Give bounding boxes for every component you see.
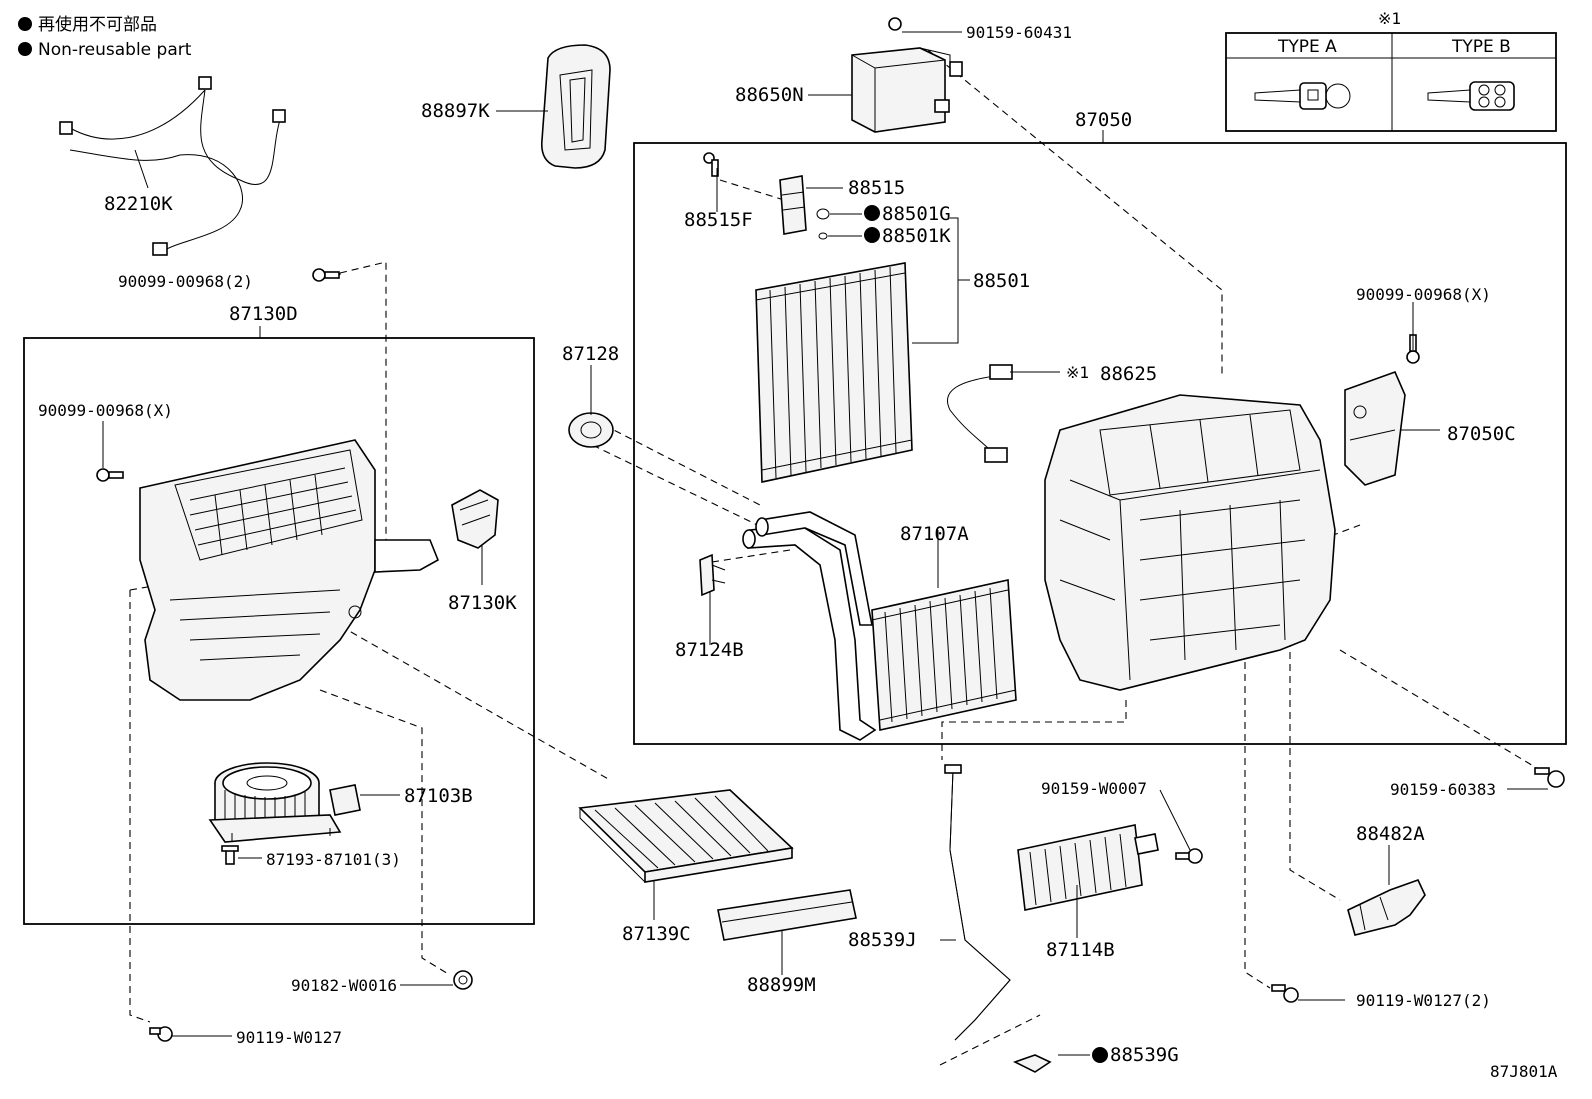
expansion-valve-88515 [779,175,830,240]
part-label-87130k[interactable]: 87130K [448,592,517,614]
part-label-90159-60431[interactable]: 90159-60431 [966,23,1072,42]
part-label-88501[interactable]: 88501 [973,270,1030,292]
evaporator-88501 [755,262,913,483]
part-label-88501g[interactable]: 88501G [882,203,951,225]
legend-english: Non-reusable part [38,40,192,60]
part-label-87050[interactable]: 87050 [1075,109,1132,131]
non-reusable-marker-icon [18,17,32,31]
actuator-87130k [451,489,499,549]
part-label-88625[interactable]: 88625 [1100,363,1157,385]
part-label-88515f[interactable]: 88515F [684,209,753,231]
part-label-87124b[interactable]: 87124B [675,639,744,661]
part-label-90119-w0127-2[interactable]: 90119-W0127(2) [1356,991,1491,1010]
part-label-90159-w0007[interactable]: 90159-W0007 [1041,779,1147,798]
bolt-icon [1271,984,1299,1003]
drain-hose-88539j [944,764,1011,1041]
part-label-88539g[interactable]: 88539G [1110,1044,1179,1066]
part-label-88482a[interactable]: 88482A [1356,823,1425,845]
panel-88897k [540,44,611,169]
blower-assembly-box [23,337,535,925]
part-label-90159-60383[interactable]: 90159-60383 [1390,780,1496,799]
legend: 再使用不可部品 Non-reusable part [18,14,192,60]
part-label-90099-00968-x-left[interactable]: 90099-00968(X) [38,401,173,420]
part-label-90099-00968-2[interactable]: 90099-00968(2) [118,272,253,291]
grommet-87128 [568,412,614,448]
clamp-87124b [699,553,726,597]
heater-core-87107a [742,511,1017,741]
bolt-icon [312,268,340,282]
part-label-87050c[interactable]: 87050C [1447,423,1516,445]
bolt-icon [1175,848,1203,864]
part-label-88625-note[interactable]: ※1 [1066,363,1089,382]
sensor-88625 [947,364,1013,463]
nut-icon [453,970,473,990]
non-reusable-marker-icon [864,205,880,221]
type-a-header: TYPE A [1277,37,1337,57]
leader-lines [102,31,1548,1056]
part-label-88899m[interactable]: 88899M [747,974,816,996]
non-reusable-marker-icon [18,42,32,56]
type-b-header: TYPE B [1451,37,1511,57]
drain-grommet-88539g [1012,1054,1052,1073]
screw-87193-87101 [221,845,239,865]
cabin-filter-87139c [578,789,794,883]
assembly-lines [129,49,1541,1066]
non-reusable-marker-icon [864,227,880,243]
part-label-87130d[interactable]: 87130D [229,303,298,325]
part-label-87128[interactable]: 87128 [562,343,619,365]
part-label-88650n[interactable]: 88650N [735,84,804,106]
part-label-87139c[interactable]: 87139C [622,923,691,945]
actuator-87050c [1344,370,1406,486]
heater-unit-box [633,142,1567,745]
blower-motor-87103b [208,762,361,843]
type-table: ※1 TYPE A TYPE B [1225,9,1557,132]
part-label-87103b[interactable]: 87103B [404,785,473,807]
part-label-88501k[interactable]: 88501K [882,225,951,247]
bracket-88482a [1347,879,1426,936]
wire-harness-82210k [59,76,286,256]
legend-japanese: 再使用不可部品 [38,14,157,35]
bolt-icons [96,152,1565,1042]
part-label-87193-87101[interactable]: 87193-87101(3) [266,850,401,869]
part-label-88539j[interactable]: 88539J [848,929,917,951]
part-label-87114b[interactable]: 87114B [1046,939,1115,961]
control-module-88650n [851,17,963,133]
part-label-90119-w0127[interactable]: 90119-W0127 [236,1028,342,1047]
heater-unit-case [1044,394,1336,691]
part-label-82210k[interactable]: 82210K [104,193,173,215]
bolt-icon [1534,767,1565,788]
non-reusable-marker-icon [1092,1047,1108,1063]
connector-type-b-icon [1427,81,1515,111]
part-label-90182-w0016[interactable]: 90182-W0016 [291,976,397,995]
part-label-90099-00968-x-right[interactable]: 90099-00968(X) [1356,285,1491,304]
diagram-code: 87J801A [1490,1062,1558,1081]
part-label-88897k[interactable]: 88897K [421,100,490,122]
bolt-icon [96,468,124,482]
connector-type-a-icon [1254,82,1351,110]
bolt-icon [149,1026,173,1042]
bolt-icon [703,152,719,177]
part-label-87107a[interactable]: 87107A [900,523,969,545]
type-table-note: ※1 [1378,9,1401,28]
blower-housing [139,439,440,701]
part-label-88515[interactable]: 88515 [848,177,905,199]
ptc-heater-87114b [1017,824,1159,911]
cover-88899m [717,889,857,941]
